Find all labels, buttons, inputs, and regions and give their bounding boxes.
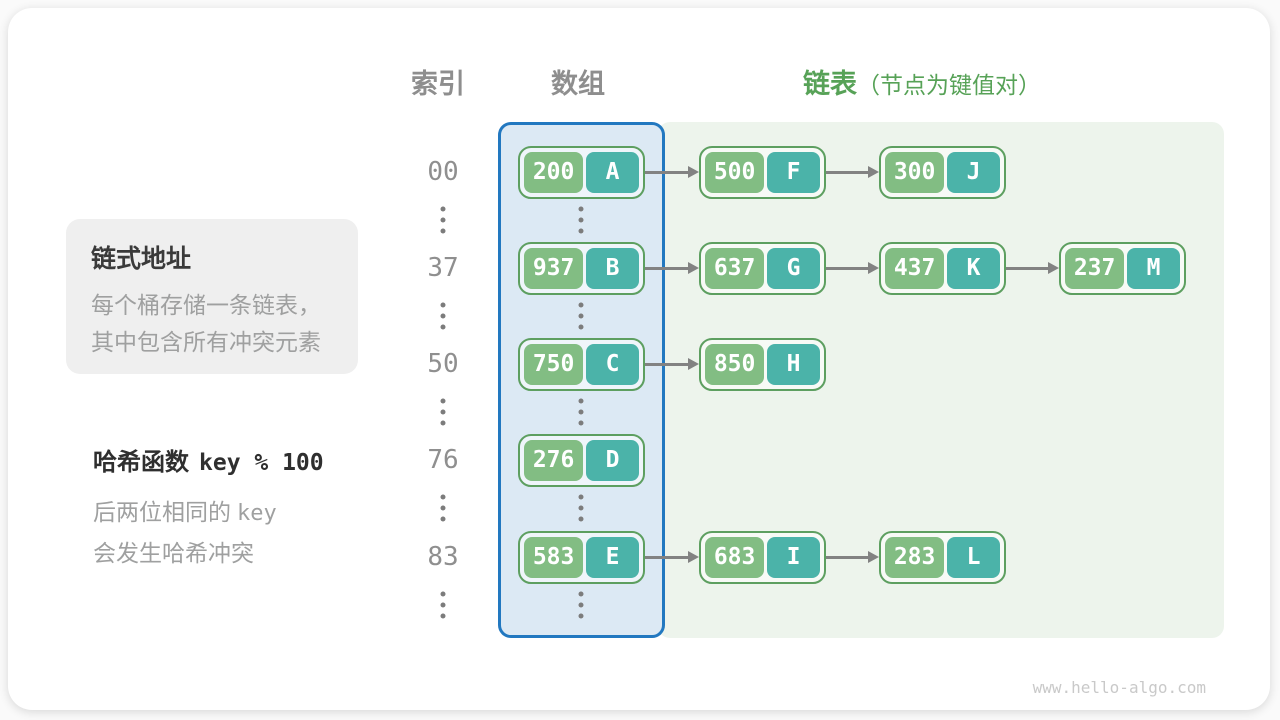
index-label: 76 bbox=[427, 445, 459, 475]
node-key: 937 bbox=[524, 247, 584, 289]
hash-function-title: 哈希函数 key % 100 bbox=[93, 442, 324, 477]
node-value: M bbox=[1127, 247, 1180, 289]
array-ellipsis bbox=[578, 494, 584, 522]
node-value: K bbox=[947, 247, 1000, 289]
hash-function-label: 哈希函数 bbox=[93, 449, 189, 476]
watermark: www.hello-algo.com bbox=[1032, 678, 1206, 697]
node-value: F bbox=[767, 151, 820, 193]
hash-note-line-3: 会发生哈希冲突 bbox=[93, 540, 254, 566]
node-key: 750 bbox=[524, 343, 584, 385]
next-pointer-arrow bbox=[645, 266, 688, 270]
node-key: 637 bbox=[705, 247, 765, 289]
next-pointer-arrow bbox=[826, 555, 868, 559]
node-value: E bbox=[586, 536, 639, 578]
index-label: 37 bbox=[427, 253, 459, 283]
node-key: 237 bbox=[1065, 247, 1125, 289]
node-value: G bbox=[767, 247, 820, 289]
node-key: 283 bbox=[885, 536, 945, 578]
node-value: I bbox=[767, 536, 820, 578]
node-value: H bbox=[767, 343, 820, 385]
node-key: 683 bbox=[705, 536, 765, 578]
hash-note-line2-text: 后两位相同的 bbox=[93, 499, 231, 525]
node-value: C bbox=[586, 343, 639, 385]
list-header-note: （节点为键值对） bbox=[857, 72, 1041, 98]
node-value: D bbox=[586, 439, 639, 481]
index-column-header: 索引 bbox=[411, 69, 465, 99]
node-key: 200 bbox=[524, 151, 584, 193]
node-key: 583 bbox=[524, 536, 584, 578]
list-column-header: 链表 （节点为键值对） bbox=[803, 62, 1041, 101]
index-ellipsis bbox=[440, 206, 446, 234]
info-box-title: 链式地址 bbox=[91, 245, 192, 273]
hash-note-line2-code: key bbox=[237, 501, 277, 526]
array-ellipsis bbox=[578, 591, 584, 619]
node-value: A bbox=[586, 151, 639, 193]
index-ellipsis bbox=[440, 494, 446, 522]
node-value: J bbox=[947, 151, 1000, 193]
index-label: 83 bbox=[427, 542, 459, 572]
array-column-header: 数组 bbox=[551, 69, 605, 99]
array-ellipsis bbox=[578, 398, 584, 426]
info-box-line-1: 每个桶存储一条链表， bbox=[91, 292, 321, 318]
info-box-body: 每个桶存储一条链表， 其中包含所有冲突元素 bbox=[91, 287, 358, 361]
node-value: B bbox=[586, 247, 639, 289]
index-ellipsis bbox=[440, 591, 446, 619]
hash-function-code: key % 100 bbox=[199, 450, 324, 476]
card: 索引 数组 链表 （节点为键值对） 链式地址 每个桶存储一条链表， 其中包含所有… bbox=[8, 8, 1270, 710]
node-key: 500 bbox=[705, 151, 765, 193]
index-ellipsis bbox=[440, 398, 446, 426]
next-pointer-arrow bbox=[645, 362, 688, 366]
node-key: 437 bbox=[885, 247, 945, 289]
index-label: 00 bbox=[427, 157, 459, 187]
index-label: 50 bbox=[427, 349, 459, 379]
list-header-label: 链表 bbox=[803, 69, 857, 99]
next-pointer-arrow bbox=[826, 170, 868, 174]
array-ellipsis bbox=[578, 302, 584, 330]
next-pointer-arrow bbox=[826, 266, 868, 270]
array-ellipsis bbox=[578, 206, 584, 234]
node-key: 850 bbox=[705, 343, 765, 385]
node-key: 300 bbox=[885, 151, 945, 193]
node-value: L bbox=[947, 536, 1000, 578]
info-box-line-2: 其中包含所有冲突元素 bbox=[91, 329, 321, 355]
next-pointer-arrow bbox=[645, 555, 688, 559]
node-key: 276 bbox=[524, 439, 584, 481]
next-pointer-arrow bbox=[645, 170, 688, 174]
index-ellipsis bbox=[440, 302, 446, 330]
chaining-info-box: 链式地址 每个桶存储一条链表， 其中包含所有冲突元素 bbox=[66, 219, 358, 374]
next-pointer-arrow bbox=[1006, 266, 1048, 270]
